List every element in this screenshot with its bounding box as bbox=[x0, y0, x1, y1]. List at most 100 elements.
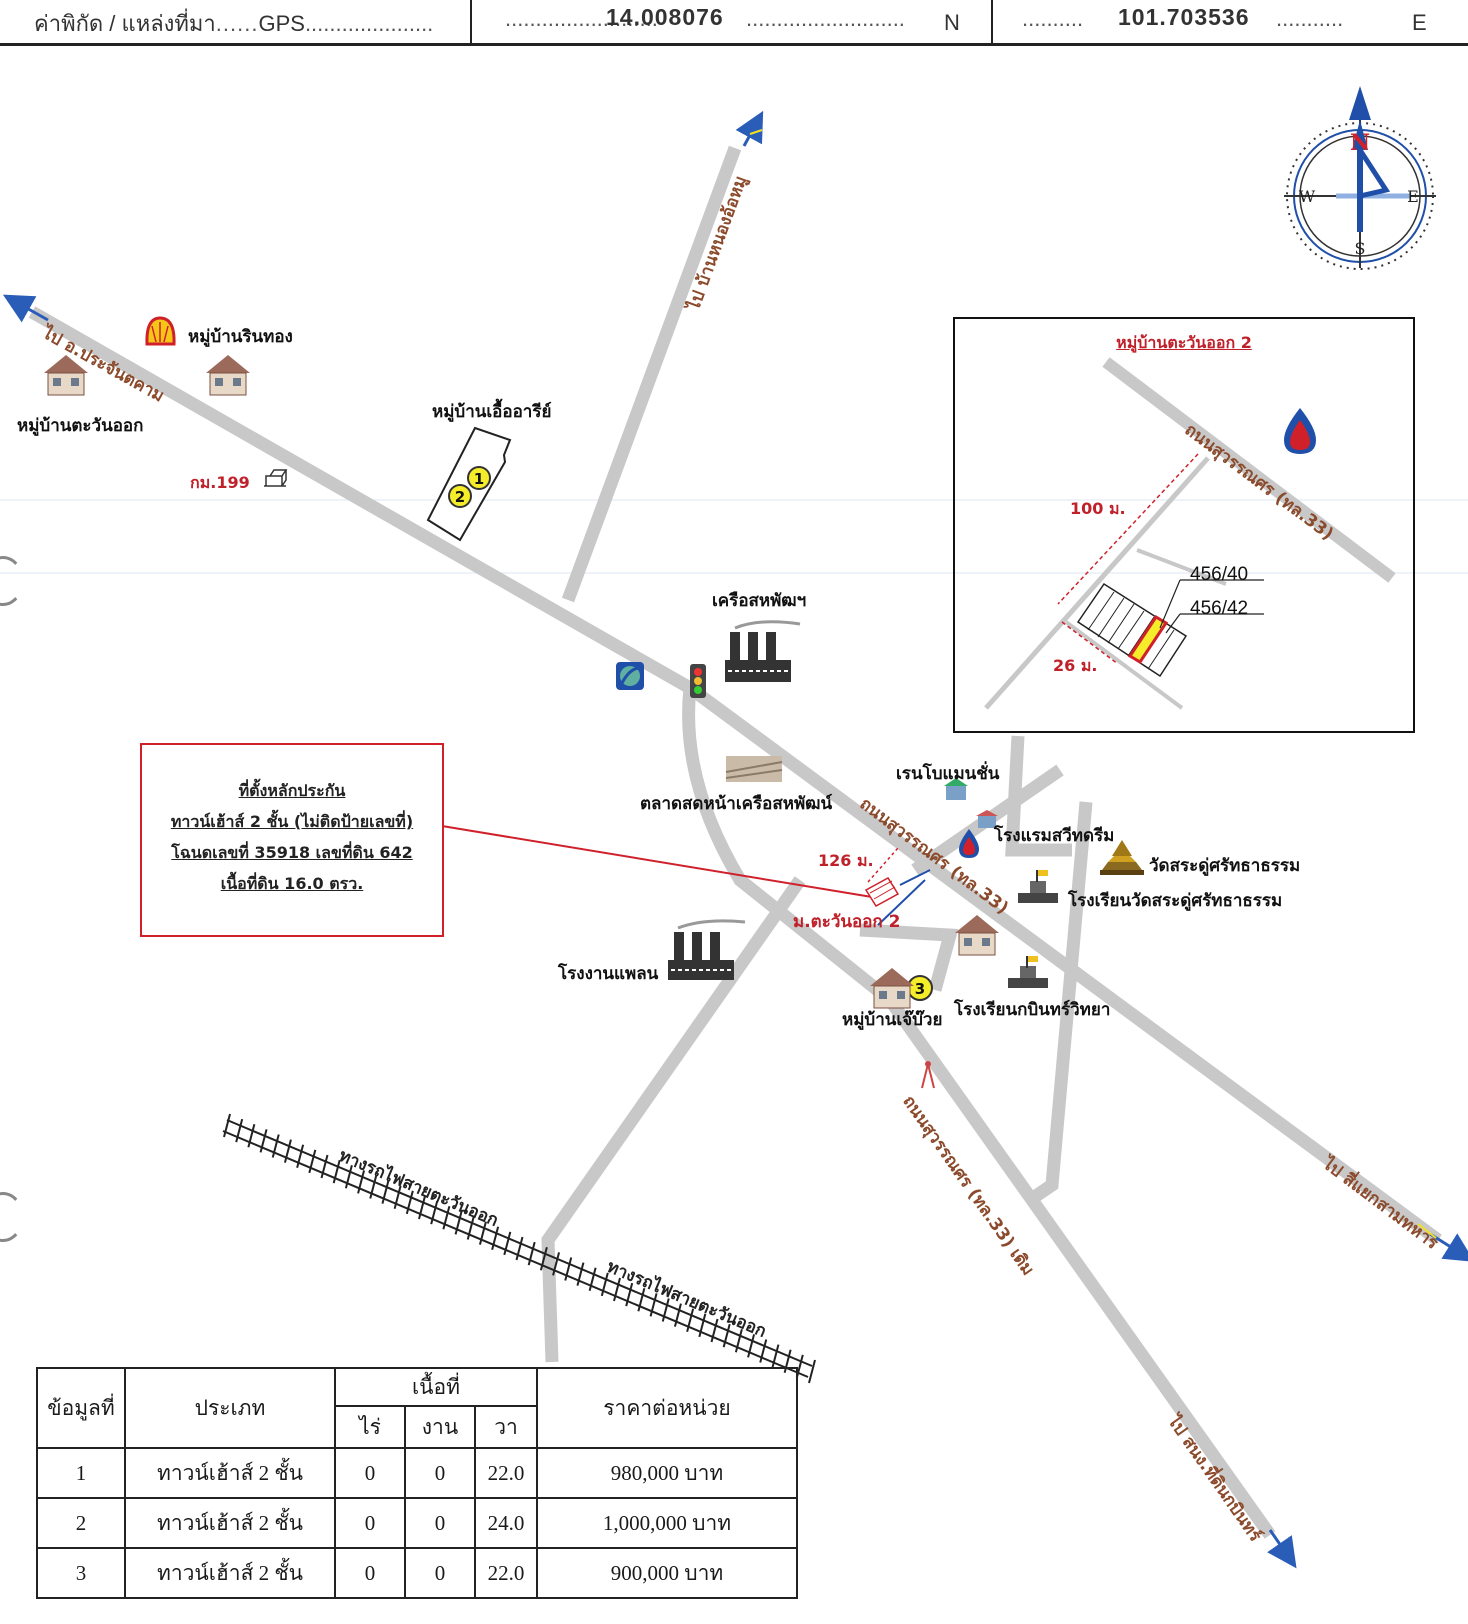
railway-tie bbox=[369, 1175, 378, 1199]
coordinate-source: GPS bbox=[258, 11, 305, 36]
longitude-suffix: E bbox=[1412, 10, 1427, 35]
latitude-dots: .......................... bbox=[746, 6, 905, 31]
railway-tie bbox=[539, 1246, 548, 1271]
railway-tie bbox=[235, 1118, 244, 1143]
railway-tie bbox=[625, 1282, 634, 1307]
th-rai: ไร่ bbox=[334, 1405, 406, 1449]
th-no: ข้อมูลที่ bbox=[36, 1367, 126, 1449]
cell-type: ทาวน์เฮ้าส์ 2 ชั้น bbox=[124, 1497, 336, 1549]
factory-icon bbox=[725, 620, 801, 682]
road-suwannason-old bbox=[682, 687, 1276, 1539]
railway-tie bbox=[466, 1216, 475, 1240]
cell-no: 3 bbox=[36, 1547, 126, 1599]
railway-tie bbox=[405, 1190, 414, 1215]
railway-tie bbox=[795, 1354, 804, 1379]
coordinate-label-text: ค่าพิกัด / แหล่งที่มา bbox=[34, 11, 216, 36]
railway-tie bbox=[515, 1236, 524, 1261]
railway-tie bbox=[223, 1113, 231, 1138]
railway-tie bbox=[600, 1272, 609, 1297]
compass-e-label: E bbox=[1407, 187, 1419, 206]
distance-126-line bbox=[867, 847, 899, 883]
inset-house-456-40: 456/40 bbox=[1190, 564, 1249, 585]
place-school-temple: โรงเรียนวัดสระดู่ศรัทธาธรรม bbox=[1068, 891, 1283, 911]
callout-line-3: โฉนดเลขที่ 35918 เลขที่ดิน 642 bbox=[171, 843, 413, 862]
railway-tie bbox=[393, 1185, 402, 1210]
railway-tie bbox=[418, 1195, 426, 1220]
temple-icon bbox=[1100, 840, 1144, 875]
compass-w-label: W bbox=[1299, 187, 1316, 206]
railway-tie bbox=[759, 1339, 768, 1363]
house-icon bbox=[955, 915, 999, 956]
house-icon bbox=[206, 355, 250, 396]
railway-tie bbox=[747, 1334, 756, 1358]
ptt-station-icon bbox=[1284, 408, 1316, 454]
tower-icon bbox=[921, 1061, 935, 1089]
railway-tie bbox=[722, 1323, 731, 1348]
railway-tie bbox=[271, 1134, 280, 1158]
cell-no: 2 bbox=[36, 1497, 126, 1549]
th-area: เนื้อที่ bbox=[334, 1367, 538, 1407]
comparable-price-table: ข้อมูลที่ ประเภท เนื้อที่ ราคาต่อหน่วย ไ… bbox=[36, 1367, 798, 1599]
railway-tie bbox=[564, 1257, 573, 1281]
inset-distance-100: 100 ม. bbox=[1070, 499, 1126, 518]
place-jew-puay-village: หมู่บ้านเจ๊บ๊วย bbox=[842, 1010, 943, 1030]
railway-tie bbox=[698, 1313, 707, 1338]
compass-rose-icon bbox=[1284, 86, 1436, 270]
longitude-dots-left: .......... bbox=[1022, 6, 1084, 31]
coordinate-label: ค่าพิกัด / แหล่งที่มา......GPS..........… bbox=[34, 11, 434, 36]
th-ngan: งาน bbox=[404, 1405, 476, 1449]
latitude-value: 14.008076 bbox=[606, 4, 724, 30]
ptt-station-icon bbox=[959, 829, 979, 858]
railway-tie bbox=[430, 1200, 439, 1225]
railway-tie bbox=[503, 1231, 512, 1256]
th-wa: วา bbox=[474, 1405, 538, 1449]
road-east-branch bbox=[1026, 801, 1093, 1206]
callout-line-1: ที่ตั้งหลักประกัน bbox=[238, 781, 346, 800]
railway-tie bbox=[808, 1359, 816, 1384]
place-kruea-sahapat: เครือสหพัฒฯ bbox=[712, 591, 807, 611]
railway-tie bbox=[771, 1344, 780, 1368]
direction-arrows bbox=[2, 110, 1468, 1569]
th-type: ประเภท bbox=[124, 1367, 336, 1449]
longitude-dots-right: ........... bbox=[1276, 6, 1344, 31]
th-price: ราคาต่อหน่วย bbox=[536, 1367, 798, 1449]
marker-1-icon bbox=[467, 466, 491, 490]
house-icons bbox=[44, 355, 999, 1009]
inset-map-graphics bbox=[984, 357, 1396, 710]
railway-tie bbox=[357, 1170, 366, 1194]
railway-tie bbox=[613, 1277, 621, 1302]
hotel-icon bbox=[976, 810, 998, 828]
cell-rai: 0 bbox=[334, 1447, 406, 1499]
railway-tie bbox=[442, 1205, 451, 1230]
inset-house-456-42: 456/42 bbox=[1190, 598, 1249, 619]
cell-type: ทาวน์เฮ้าส์ 2 ชั้น bbox=[124, 1447, 336, 1499]
place-temple: วัดสระดู่ศรัทธาธรรม bbox=[1149, 856, 1301, 876]
cell-ngan: 0 bbox=[404, 1547, 476, 1599]
latitude-field: ......................... bbox=[505, 6, 658, 31]
place-market: ตลาดสดหน้าเครือสหพัฒน์ bbox=[640, 794, 833, 814]
road-rainbow bbox=[1005, 735, 1072, 857]
callout-line-2: ทาวน์เฮ้าส์ 2 ชั้น (ไม่ติดป้ายเลขที่) bbox=[170, 812, 414, 831]
cell-price: 900,000 บาท bbox=[536, 1547, 798, 1599]
cell-ngan: 0 bbox=[404, 1497, 476, 1549]
mansion-icon bbox=[944, 778, 968, 800]
callout-line-4: เนื้อที่ดิน 16.0 ตรว. bbox=[220, 874, 364, 893]
soi-marker-line bbox=[877, 879, 926, 926]
distance-126: 126 ม. bbox=[818, 851, 874, 870]
place-uea-ari-village: หมู่บ้านเอื้ออารีย์ bbox=[432, 402, 552, 422]
railway-tie bbox=[491, 1226, 500, 1251]
railway-tie bbox=[661, 1298, 670, 1322]
railway-tie bbox=[454, 1211, 463, 1235]
place-plan-factory: โรงงานแพลน bbox=[558, 964, 659, 984]
house-icon bbox=[44, 355, 88, 396]
cell-wa: 22.0 bbox=[474, 1547, 538, 1599]
compass-s-label: S bbox=[1355, 239, 1366, 258]
railway-tie bbox=[649, 1293, 658, 1317]
railway-tie bbox=[478, 1221, 487, 1245]
school-icon bbox=[1018, 870, 1058, 903]
compass-letters: N S E W bbox=[1299, 130, 1419, 258]
road-village-loop bbox=[859, 923, 959, 992]
km-post-icon bbox=[264, 469, 288, 487]
table-row: 3 ทาวน์เฮ้าส์ 2 ชั้น 0 0 22.0 900,000 บา… bbox=[36, 1547, 798, 1599]
place-tawan-ok-village: หมู่บ้านตะวันออก bbox=[17, 416, 144, 436]
